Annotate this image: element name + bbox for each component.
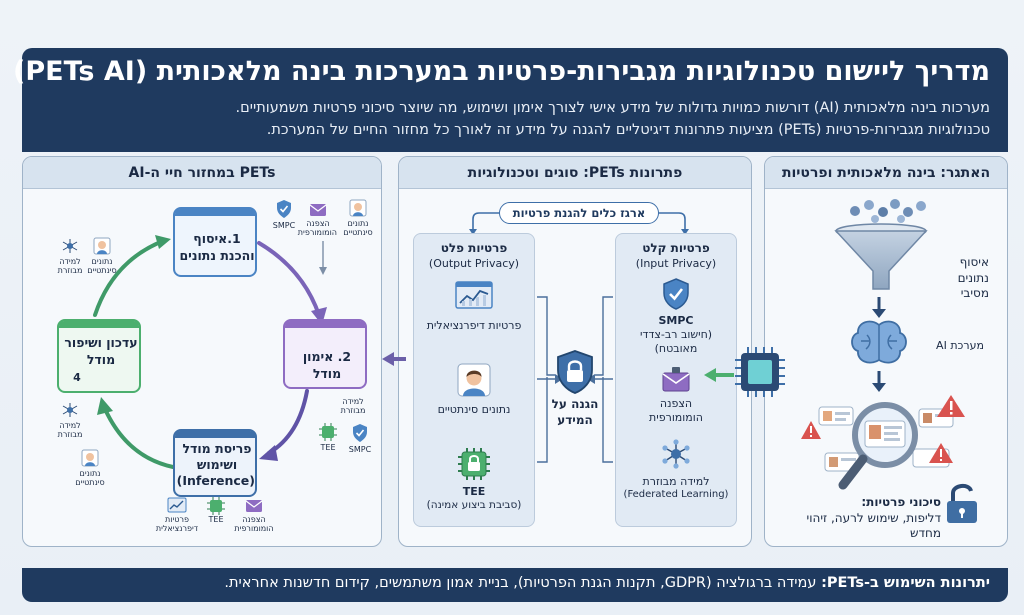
step3-label3: (Inference) — [176, 473, 255, 488]
tag-federated-step4-top: למידה מבוזרת — [57, 257, 83, 276]
tag-federated-step2: למידה מבוזרת — [340, 397, 366, 416]
output-privacy-title: פרטיות פלט — [440, 241, 508, 255]
privacy-risks-text: סיכוני פרטיות: דליפות, שימוש לרעה, זיהוי… — [785, 495, 941, 542]
funnel-down-arrow — [872, 297, 886, 318]
tee-description: (סביבת ביצוע אמינה) — [426, 499, 522, 511]
data-bubbles-icon — [850, 199, 926, 223]
tag-synthetic-step1: נתונים סינתטיים — [343, 219, 373, 238]
header-banner: מדריך ליישום טכנולוגיות מגבירות-פרטיות ב… — [13, 48, 1008, 152]
synthetic-label: נתונים סינתטיים — [437, 403, 511, 416]
envelope-lock-icon — [662, 367, 690, 392]
tag-tee-step2: TEE — [320, 443, 336, 452]
dp-label: פרטיות דיפרנציאלית — [426, 319, 522, 332]
footer-benefits: יתרונות השימוש ב-PETs: עמידה ברגולציה (G… — [40, 575, 990, 591]
solutions-heading: פתרונות PETs: סוגים וטכנולוגיות — [399, 157, 751, 189]
tag-federated-nodes-icon — [62, 239, 78, 253]
federated-label: למידה מבוזרת — [642, 475, 710, 488]
tag-homomorphic-step3: הצפנה הומומורפית — [234, 515, 274, 534]
tag-smpc-step1: SMPC — [272, 221, 296, 230]
footer-banner: יתרונות השימוש ב-PETs: עמידה ברגולציה (G… — [22, 568, 1008, 602]
solutions-connectors — [537, 296, 613, 463]
tag-smpc-shield-icon — [277, 200, 291, 218]
step3-label1: פריסת מודל — [182, 441, 252, 456]
step2-label: 2. אימון מודל — [302, 349, 352, 381]
tag-federated-step4-bottom: למידה מבוזרת — [57, 421, 83, 440]
step4-label: עדכון ושיפור מודל — [64, 335, 138, 367]
data-protection-shield-icon — [557, 350, 593, 394]
tag-smpc-shield-icon-2 — [353, 424, 367, 442]
tag-tee-chip-icon — [319, 423, 337, 441]
challenge-heading: האתגר: בינה מלאכותית ופרטיות — [765, 157, 1007, 189]
tag-dp-chart-icon — [167, 497, 187, 513]
tee-label: TEE — [462, 485, 486, 498]
privacy-risks-title: סיכוני פרטיות: — [861, 495, 941, 509]
solutions-panel: פתרונות PETs: סוגים וטכנולוגיות ארגז כלי… — [398, 156, 752, 547]
tag-tee-chip-icon-2 — [207, 497, 225, 515]
ai-system-label: מערכת AI — [936, 339, 984, 352]
lifecycle-cycle-arrows — [93, 235, 327, 469]
smpc-label: SMPC — [658, 314, 694, 327]
profiles-magnifier-icon — [801, 395, 965, 490]
footer-label: יתרונות השימוש ב-PETs: — [821, 575, 990, 591]
tag-synthetic-person-icon-3 — [81, 449, 99, 467]
step3-label2: ושימוש — [196, 457, 238, 472]
brain-icon — [851, 320, 907, 364]
smpc-description: (חישוב רב-צדדי מאובטח) — [639, 328, 713, 355]
output-privacy-subtitle: (Output Privacy) — [428, 257, 520, 270]
step1-data-collection: 1.איסוף והכנת נתונים — [173, 207, 257, 277]
challenge-panel: האתגר: בינה מלאכותית ופרטיות איסוף נתוני… — [764, 156, 1008, 547]
page-title: מדריך ליישום טכנולוגיות מגבירות-פרטיות ב… — [13, 56, 990, 87]
footer-text: עמידה ברגולציה (GDPR, תקנות הגנת הפרטיות… — [224, 575, 817, 591]
tag-smpc-step2: SMPC — [348, 445, 372, 454]
step4-number: 4 — [73, 371, 81, 384]
lifecycle-panel: PETs במחזור חיי ה-AI 1.איסוף והכנת נתוני… — [22, 156, 382, 547]
tag-federated-nodes-icon-2 — [62, 403, 78, 417]
tee-chip-icon — [458, 448, 490, 480]
step1-label: 1.איסוף והכנת נתונים — [179, 231, 255, 263]
tag-synthetic-person-icon — [349, 199, 367, 217]
header-description-line1: מערכות בינה מלאכותית (AI) דורשות כמויות … — [235, 100, 990, 116]
data-protection-label: הגנה על המידע — [551, 397, 599, 427]
tag-synthetic-step4-bottom: נתונים סינתטיים — [75, 469, 105, 488]
chart-window-icon — [455, 281, 493, 309]
header-description-line2: טכנולוגיות מגבירות-פרטיות (PETs) מציעות … — [266, 122, 990, 138]
tag-tee-step3: TEE — [208, 515, 224, 524]
tag-homomorphic-envelope-icon — [309, 204, 327, 216]
privacy-risks-list: דליפות, שימוש לרעה, זיהוי מחדש — [806, 510, 941, 541]
funnel-icon — [834, 223, 928, 290]
ai-down-arrow — [872, 371, 886, 392]
tag-synthetic-step4-top: נתונים סינתטיים — [87, 257, 117, 276]
step3-deployment: פריסת מודל ושימוש (Inference) — [173, 429, 257, 497]
lifecycle-heading: PETs במחזור חיי ה-AI — [23, 157, 381, 189]
shield-check-icon — [663, 278, 689, 310]
step2-model-training: 2. אימון מודל — [283, 319, 367, 389]
input-privacy-subtitle: (Input Privacy) — [635, 257, 717, 270]
data-collection-label: איסוף נתונים מסיבי — [957, 255, 989, 301]
homomorphic-label: הצפנה הומומורפית — [649, 397, 703, 424]
network-nodes-icon — [662, 439, 690, 469]
toolbox-label: ארגז כלים להגנת פרטיות — [499, 202, 659, 224]
tag-homomorphic-step1: הצפנה הומומורפית — [297, 219, 337, 238]
broken-lock-icon — [947, 484, 977, 523]
tag-dp-step3: פרטיות דיפרנציאלית — [155, 515, 199, 534]
input-privacy-title: פרטיות קלט — [642, 241, 710, 255]
step4-model-update: עדכון ושיפור מודל 4 — [57, 319, 141, 393]
tag-homomorphic-envelope-icon-2 — [245, 500, 263, 512]
federated-subtitle: (Federated Learning) — [623, 489, 729, 500]
processor-chip-icon — [735, 347, 785, 397]
tag-synthetic-person-icon-2 — [93, 237, 111, 255]
synthetic-person-icon — [457, 363, 491, 397]
